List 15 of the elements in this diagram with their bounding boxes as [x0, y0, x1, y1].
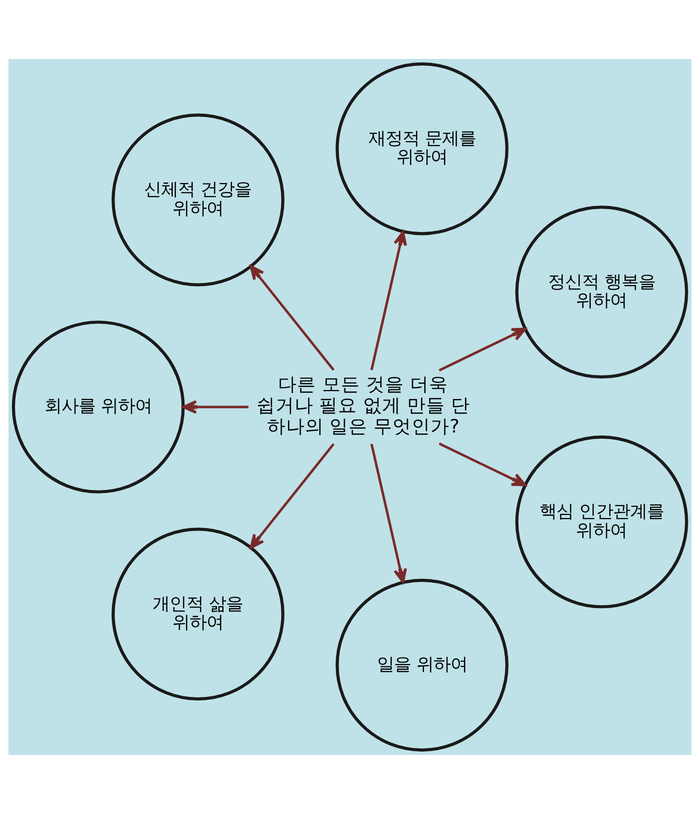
arrow	[370, 230, 407, 370]
arrow	[250, 442, 335, 548]
node-circle: 핵심 인간관계를 위하여	[515, 434, 688, 608]
arrow	[182, 400, 248, 414]
node-text: 다른 모든 것을 더욱 쉽거나 필요 없게 만들 단 하나의 일은 무엇인가?	[256, 374, 470, 437]
node-circle: 회사를 위하여	[12, 320, 185, 493]
arrow	[438, 327, 526, 371]
node-circle: 정신적 행복을 위하여	[515, 205, 688, 378]
node-circle: 개인적 삶을 위하여	[112, 527, 284, 700]
node-circle: 신체적 건강을 위하여	[112, 113, 284, 286]
node-circle: 일을 위하여	[336, 578, 508, 752]
node-circle: 재정적 문제를 위하여	[336, 62, 508, 235]
arrow	[250, 264, 335, 370]
arrow	[370, 443, 407, 583]
arrow	[438, 442, 526, 486]
